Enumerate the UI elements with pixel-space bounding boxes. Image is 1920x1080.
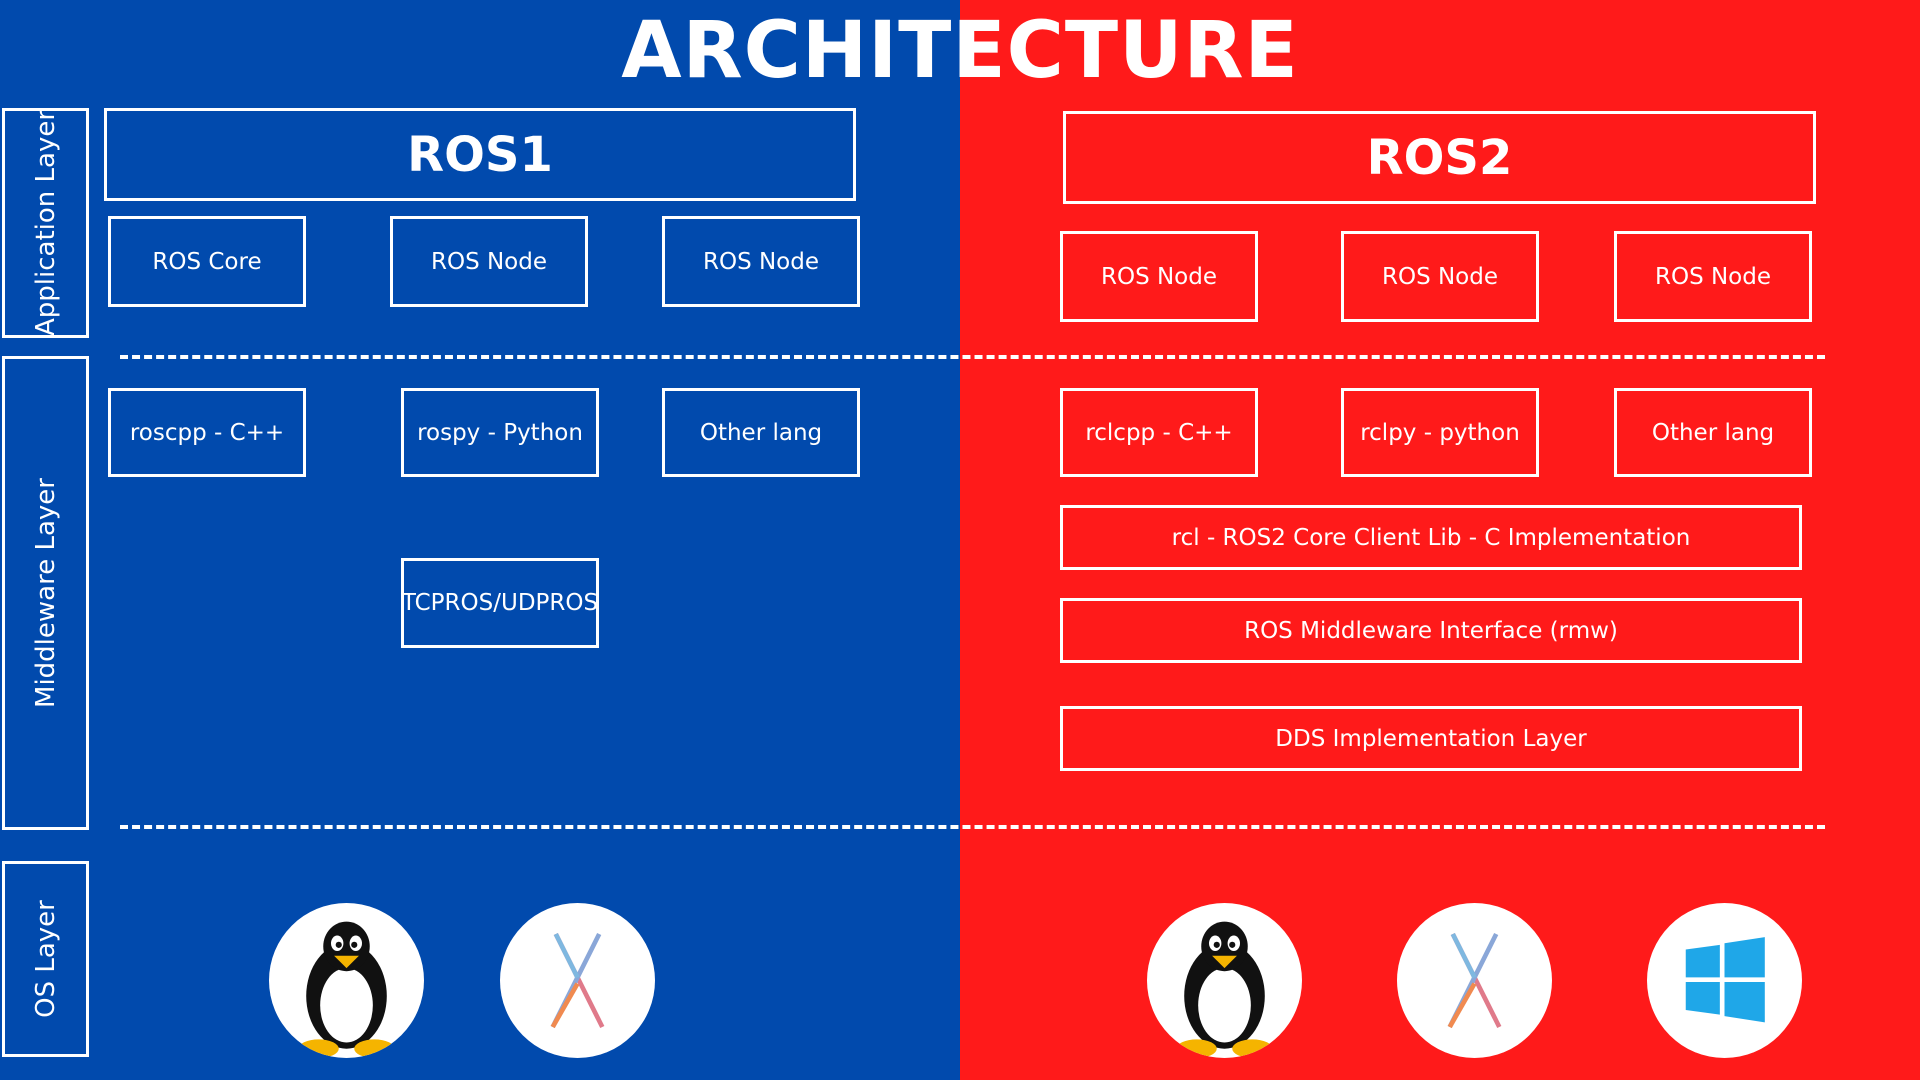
ros1-app-box: ROS Node: [390, 216, 588, 307]
ros2-header: ROS2: [1063, 111, 1816, 204]
ros1-transport-box: TCPROS/UDPROS: [401, 558, 599, 648]
os-layer-label: OS Layer: [2, 861, 89, 1057]
ros1-client-lib-box: roscpp - C++: [108, 388, 306, 477]
ros2-client-lib-box: Other lang: [1614, 388, 1812, 477]
linux-tux-icon: [1147, 903, 1302, 1058]
ros2-rcl-box: rcl - ROS2 Core Client Lib - C Implement…: [1060, 505, 1802, 570]
os-layer-text: OS Layer: [30, 900, 61, 1018]
ros1-client-lib-box: Other lang: [662, 388, 860, 477]
separator-middleware-os: [120, 825, 1825, 829]
middleware-layer-text: Middleware Layer: [30, 478, 61, 708]
middleware-layer-label: Middleware Layer: [2, 356, 89, 830]
ros1-panel: [0, 0, 960, 1080]
ros2-panel: [960, 0, 1920, 1080]
page-title: ARCHITECTURE: [621, 6, 1299, 96]
ros1-header: ROS1: [104, 108, 856, 201]
macos-x-icon: [1397, 903, 1552, 1058]
separator-app-middleware: [120, 355, 1825, 359]
macos-x-icon: [500, 903, 655, 1058]
ros2-client-lib-box: rclpy - python: [1341, 388, 1539, 477]
ros2-app-box: ROS Node: [1614, 231, 1812, 322]
ros2-app-box: ROS Node: [1341, 231, 1539, 322]
ros1-client-lib-box: rospy - Python: [401, 388, 599, 477]
ros2-dds-box: DDS Implementation Layer: [1060, 706, 1802, 771]
linux-tux-icon: [269, 903, 424, 1058]
application-layer-text: Application Layer: [30, 109, 61, 337]
ros2-client-lib-box: rclcpp - C++: [1060, 388, 1258, 477]
application-layer-label: Application Layer: [2, 108, 89, 338]
windows-icon: [1647, 903, 1802, 1058]
ros2-rmw-box: ROS Middleware Interface (rmw): [1060, 598, 1802, 663]
ros1-app-box: ROS Core: [108, 216, 306, 307]
ros2-app-box: ROS Node: [1060, 231, 1258, 322]
ros1-app-box: ROS Node: [662, 216, 860, 307]
